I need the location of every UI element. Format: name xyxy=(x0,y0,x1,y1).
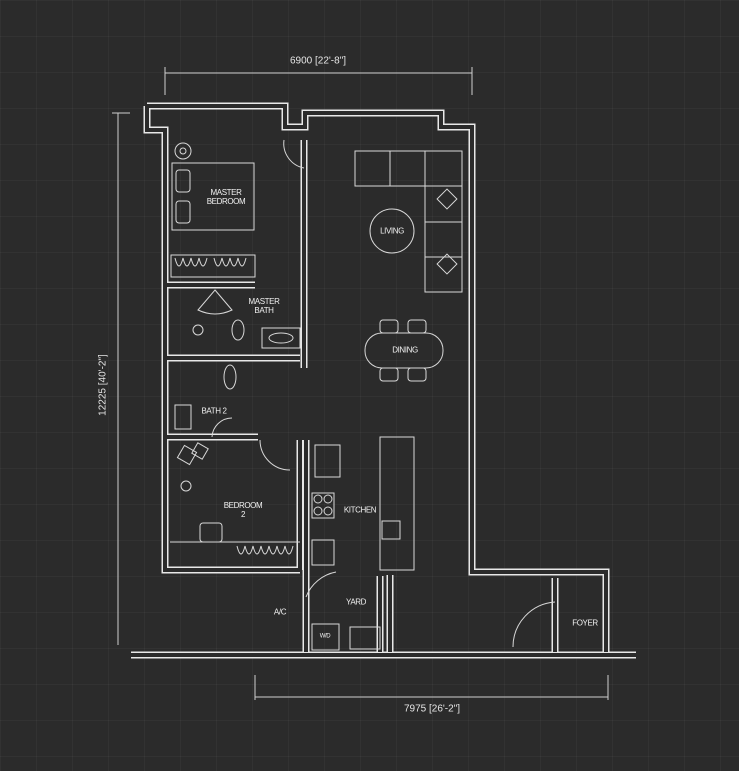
room-label-yard: YARD xyxy=(345,597,367,607)
room-label-bath-2: BATH 2 xyxy=(201,406,227,416)
room-label-living: LIVING xyxy=(380,226,404,236)
dimension-lines xyxy=(112,67,609,700)
dimension-bottom: 7975 [26'-2"] xyxy=(403,703,461,715)
room-label-dining: DINING xyxy=(392,345,418,355)
room-label-bedroom-2: BEDROOM 2 xyxy=(223,501,263,519)
walls xyxy=(131,102,636,659)
dimension-top: 6900 [22'-8"] xyxy=(289,55,347,67)
room-label-ac: A/C xyxy=(273,607,287,617)
dimension-left: 12225 [40'-2"] xyxy=(97,354,109,416)
room-label-foyer: FOYER xyxy=(572,618,598,628)
room-label-wd: W/D xyxy=(319,633,331,640)
room-label-kitchen: KITCHEN xyxy=(343,505,377,515)
furniture xyxy=(170,139,556,651)
room-label-master-bath: MASTER BATH xyxy=(248,297,280,315)
room-label-master-bedroom: MASTER BEDROOM xyxy=(206,188,246,206)
